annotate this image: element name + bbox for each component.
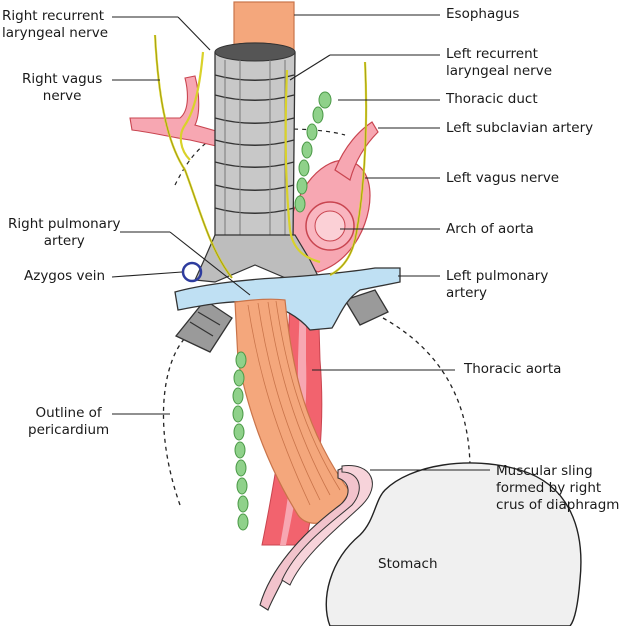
trachea-top <box>214 42 296 62</box>
label-thoracic-duct: Thoracic duct <box>446 91 538 107</box>
right-brachiocephalic-branch <box>129 75 231 149</box>
label-stomach: Stomach <box>378 556 438 572</box>
esophagus-fibers <box>247 300 341 506</box>
label-muscular-sling: Muscular sling formed by right crus of d… <box>496 463 620 513</box>
label-right-pulmonary-artery: Right pulmonary artery <box>8 216 121 249</box>
label-left-subclavian-artery: Left subclavian artery <box>446 120 594 136</box>
label-outline-of-pericardium: Outline of pericardium <box>28 405 110 438</box>
pericardium-outline-right <box>382 317 471 471</box>
label-left-recurrent-laryngeal-nerve: Left recurrent laryngeal nerve <box>446 46 553 79</box>
label-left-vagus-nerve: Left vagus nerve <box>446 170 560 186</box>
label-esophagus: Esophagus <box>446 6 520 22</box>
pericardium-outline <box>162 331 193 506</box>
left-bronchus <box>344 289 389 326</box>
label-thoracic-aorta: Thoracic aorta <box>464 361 562 377</box>
right-bronchus <box>174 299 233 353</box>
left-subclavian-artery <box>334 121 379 181</box>
stomach <box>325 462 582 626</box>
leader-lines <box>111 14 490 471</box>
arch-of-aorta-inner <box>314 210 346 242</box>
label-arch-of-aorta: Arch of aorta <box>446 221 534 237</box>
label-right-vagus-nerve: Right vagus nerve <box>22 71 103 104</box>
left-recurrent-laryngeal-nerve <box>284 69 321 264</box>
label-azygos-vein: Azygos vein <box>24 268 106 284</box>
label-left-pulmonary-artery: Left pulmonary artery <box>446 268 549 301</box>
label-right-recurrent-laryngeal-nerve: Right recurrent laryngeal nerve <box>2 8 109 41</box>
right-recurrent-laryngeal-nerve <box>179 51 205 161</box>
thoracic-duct <box>232 91 332 531</box>
thoracic-aorta-highlight <box>280 300 307 545</box>
azygos-vein <box>181 261 203 283</box>
